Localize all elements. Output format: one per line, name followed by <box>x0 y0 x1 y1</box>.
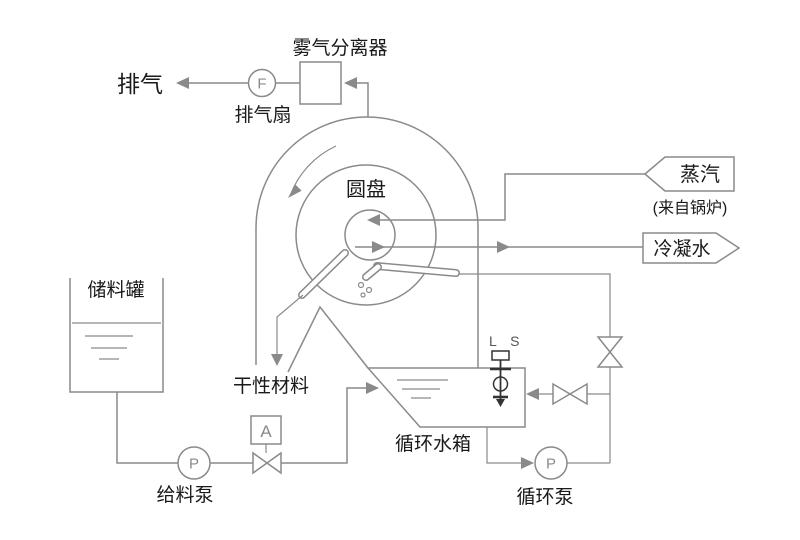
exhaust-section: 排气 F 排气扇 雾气分离器 <box>117 37 388 126</box>
circulating-pump-label: 循环泵 <box>516 486 573 508</box>
exhaust-fan-symbol <box>247 68 277 98</box>
tank-return-arrow-icon <box>526 388 539 400</box>
riser-valve-top <box>596 336 624 354</box>
exhaust-fan-label: 排气扇 <box>234 104 291 126</box>
disc-label: 圆盘 <box>346 178 386 201</box>
circulating-pump-letter: P <box>546 456 556 473</box>
level-switch-tip <box>496 399 505 407</box>
drum-disc <box>295 164 437 306</box>
condensate-label: 冷凝水 <box>653 238 710 260</box>
spray-return-pipe <box>458 273 611 337</box>
feed-pump-label: 给料泵 <box>156 484 213 506</box>
condensate-arrow-icon-2 <box>497 241 510 253</box>
exhaust-arrow-icon <box>176 77 189 89</box>
steam-label: 蒸汽 <box>680 163 720 186</box>
feed-valve-left <box>252 451 269 475</box>
feed-section: 储料罐 P 给料泵 A 干性材料 <box>69 278 379 506</box>
mist-separator-label: 雾气分离器 <box>292 37 387 59</box>
circulating-tank-section: 循环水箱 L S <box>366 333 526 455</box>
discharge-chute <box>287 305 369 373</box>
spray-droplet-3 <box>360 292 366 298</box>
drum-housing-left <box>255 116 368 365</box>
circulation-loop <box>357 262 624 463</box>
spray-droplet-2 <box>365 286 373 294</box>
drum-shaft <box>344 209 396 261</box>
feed-to-tank-arrow-icon <box>366 382 379 394</box>
separator-inlet-arrow-icon <box>344 77 357 89</box>
storage-tank-label: 储料罐 <box>87 279 144 301</box>
feed-pump-letter: P <box>189 456 199 473</box>
exhaust-label: 排气 <box>117 71 163 97</box>
steam-arrow-icon <box>367 214 380 226</box>
drum-housing-right <box>366 116 479 368</box>
pump-suction-arrow-icon <box>521 457 534 469</box>
condensate-arrow-icon-1 <box>372 241 385 253</box>
level-switch-head <box>491 350 510 361</box>
mist-separator-box <box>299 61 342 105</box>
tank-return-valve-left <box>552 382 572 406</box>
scraper-blade-inner <box>299 250 348 298</box>
feed-valve-right <box>265 451 282 475</box>
material-fall-arrow-icon <box>271 354 283 366</box>
steam-note: (来自锅炉) <box>653 199 728 217</box>
valve-actuator-letter: A <box>260 422 272 441</box>
level-switch-float <box>492 376 509 392</box>
level-switch-label: L S <box>489 333 525 349</box>
condensate-flag <box>642 232 741 264</box>
exhaust-fan-letter: F <box>257 76 266 93</box>
spray-nozzle-inner <box>363 264 381 280</box>
rotation-arrow-icon <box>288 184 302 198</box>
spray-pipe-inner <box>374 263 459 276</box>
circulating-tank-label: 循环水箱 <box>395 433 471 455</box>
circulating-tank <box>366 367 526 428</box>
spray-droplet-1 <box>357 281 365 289</box>
steam-flag <box>643 156 735 192</box>
tank-return-valve-right <box>568 382 588 406</box>
circulating-pump-section: P 循环泵 <box>486 427 610 508</box>
steam-condensate-section: 蒸汽 (来自锅炉) 冷凝水 <box>355 156 741 264</box>
feed-to-tank-pipe <box>281 387 366 464</box>
steam-pipe <box>372 173 645 221</box>
feed-suction-pipe <box>116 392 178 464</box>
separator-inlet-pipe <box>356 82 369 117</box>
drum-dryer: 圆盘 <box>255 116 479 373</box>
riser-valve-bottom <box>596 350 624 368</box>
pump-suction-pipe <box>486 427 521 464</box>
material-fall-line <box>276 294 304 358</box>
dry-material-label: 干性材料 <box>233 375 309 397</box>
